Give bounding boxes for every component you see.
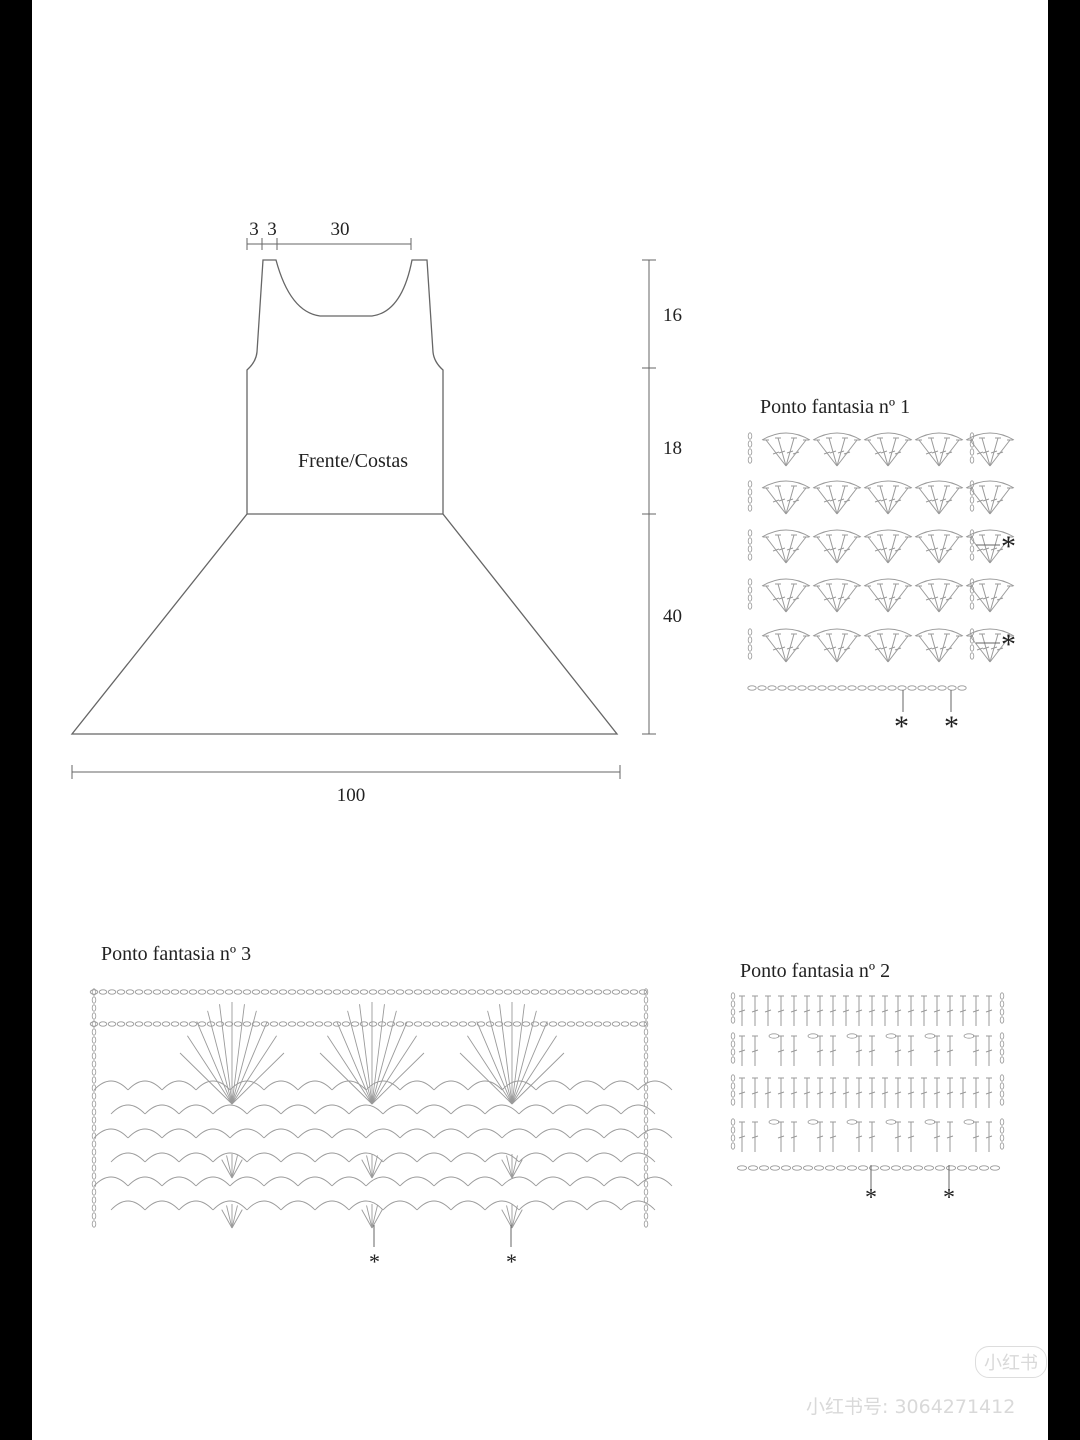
- dress-outline: [70, 259, 619, 735]
- pattern1-repeat-marker: *: [1001, 628, 1016, 661]
- piece-label: Frente/Costas: [298, 450, 408, 472]
- height-label: 18: [663, 438, 682, 459]
- bottom-width-label: 100: [337, 785, 366, 806]
- top-width-label: 3: [249, 219, 259, 240]
- pattern1-repeat-marker: *: [894, 710, 909, 743]
- height-label: 16: [663, 305, 682, 326]
- pattern3-repeat-marker: *: [369, 1249, 380, 1274]
- top-width-label: 30: [331, 219, 350, 240]
- top-width-label: 3: [267, 219, 277, 240]
- pattern1-repeat-marker: *: [1001, 530, 1016, 563]
- pattern1-title: Ponto fantasia nº 1: [760, 396, 911, 418]
- pattern-sheet: [32, 0, 1048, 1440]
- pattern1-repeat-marker: *: [944, 710, 959, 743]
- pattern3-repeat-marker: *: [506, 1249, 517, 1274]
- height-label: 40: [663, 606, 682, 627]
- watermark-logo: 小红书: [975, 1346, 1047, 1378]
- watermark-account: 小红书号: 3064271412: [806, 1396, 1016, 1418]
- pattern2-repeat-marker: *: [943, 1185, 955, 1211]
- pattern3-title: Ponto fantasia nº 3: [101, 943, 252, 965]
- pattern2-repeat-marker: *: [865, 1185, 877, 1211]
- pattern2-title: Ponto fantasia nº 2: [740, 960, 891, 982]
